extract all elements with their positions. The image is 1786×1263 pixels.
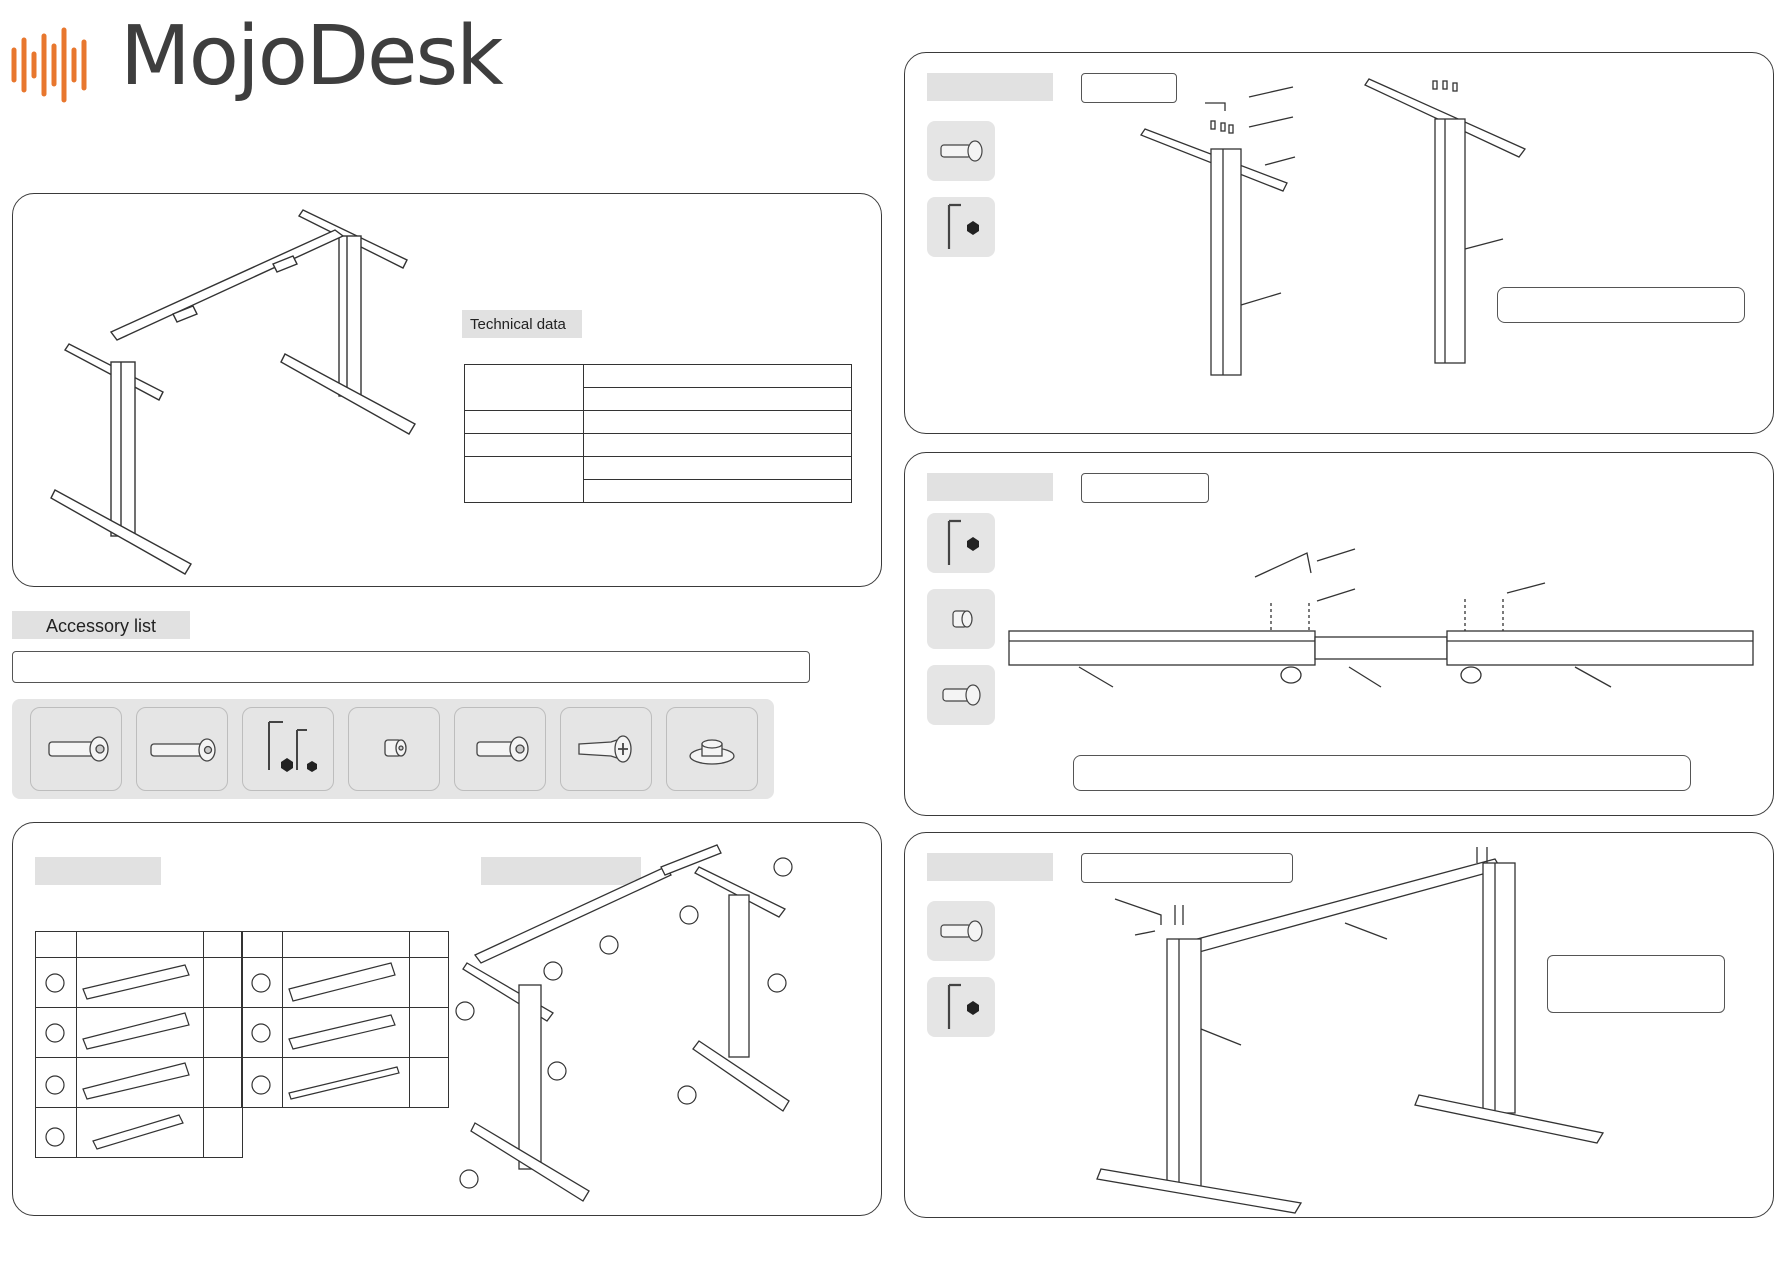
parts-table-drawings: [45, 962, 400, 1150]
step-2-label: [927, 473, 1053, 501]
tool-tile: [927, 121, 995, 181]
callout-circle: [599, 935, 619, 955]
soundwave-logo-icon: [11, 27, 87, 103]
accessory-item: [560, 707, 652, 791]
parts-panel: [12, 822, 882, 1216]
hex-socket-bolt-icon: [940, 920, 983, 942]
overview-panel: Technical data: [12, 193, 882, 587]
sleeve-nut-icon: [384, 739, 407, 757]
technical-data-table: [464, 364, 852, 503]
hex-key-icon: [947, 519, 979, 565]
table-cell: [203, 957, 243, 1008]
step-1-panel: [904, 52, 1774, 434]
callout-circle: [547, 1061, 567, 1081]
table-cell: [409, 1057, 449, 1108]
callout-circle: [773, 857, 793, 877]
step-1-title-box: [1081, 73, 1177, 103]
brand-logo: MojoDesk: [8, 14, 504, 104]
table-cell: [35, 931, 77, 958]
accessory-list-title: Accessory list: [12, 611, 191, 639]
step-3-note-box: [1547, 955, 1725, 1013]
step-1-note-box: [1497, 287, 1745, 323]
accessory-item: [348, 707, 440, 791]
hex-socket-bolt-icon: [942, 684, 981, 706]
desk-frame-overview-drawing: [50, 209, 416, 575]
sleeve-nut-icon: [952, 610, 973, 628]
accessory-note-box: [12, 651, 810, 683]
technical-data-label: Technical data: [462, 310, 582, 338]
table-cell: [464, 364, 584, 411]
step-3-label: [927, 853, 1053, 881]
table-cell: [583, 387, 852, 411]
accessory-item: [454, 707, 546, 791]
step-3-title-box: [1081, 853, 1293, 883]
hex-keys-icon: [268, 721, 317, 772]
parts-list-label: [35, 857, 161, 885]
phillips-screw-icon: [578, 735, 632, 763]
table-cell: [583, 479, 852, 503]
table-cell: [464, 456, 584, 503]
table-cell: [464, 433, 584, 457]
callout-circle: [543, 961, 563, 981]
accessory-item: [136, 707, 228, 791]
table-cell: [409, 1007, 449, 1058]
hex-socket-bolt-icon: [940, 140, 983, 162]
table-cell: [203, 1107, 243, 1158]
hex-key-icon: [947, 203, 979, 249]
parts-table-right: [241, 931, 449, 1108]
full-frame-assembly-drawing: [1096, 847, 1605, 1214]
table-cell: [203, 1007, 243, 1058]
callout-circle: [677, 1085, 697, 1105]
hex-socket-bolt-icon: [48, 736, 109, 762]
tool-tile: [927, 977, 995, 1037]
step-3-panel: [904, 832, 1774, 1218]
table-cell: [583, 456, 852, 480]
table-cell: [203, 931, 243, 958]
accessory-item: [666, 707, 758, 791]
table-cell: [583, 433, 852, 457]
table-cell: [583, 410, 852, 434]
leg-assembly-drawing: [1140, 78, 1527, 376]
crossbar-assembly-drawing: [1008, 548, 1754, 688]
hex-nut-glyph: [281, 758, 293, 772]
callout-circle: [767, 973, 787, 993]
accessory-item: [30, 707, 122, 791]
tool-tile: [927, 589, 995, 649]
leveling-foot-icon: [689, 739, 735, 765]
tool-tile: [927, 197, 995, 257]
step-1-label: [927, 73, 1053, 101]
long-hex-bolt-icon: [150, 738, 216, 762]
tool-tile: [927, 901, 995, 961]
table-cell: [409, 931, 449, 958]
step-2-note-box: [1073, 755, 1691, 791]
table-cell: [583, 364, 852, 388]
hex-socket-bolt-icon: [476, 736, 529, 762]
hex-nut-glyph: [307, 761, 317, 772]
callout-circle: [679, 905, 699, 925]
step-2-title-box: [1081, 473, 1209, 503]
assembly-overview-label: [481, 857, 641, 885]
step-2-panel: [904, 452, 1774, 816]
accessory-tray: [12, 699, 774, 799]
accessory-item: [242, 707, 334, 791]
tool-tile: [927, 513, 995, 573]
table-cell: [464, 410, 584, 434]
brand-name: MojoDesk: [120, 9, 504, 104]
callout-circle: [459, 1169, 479, 1189]
tool-tile: [927, 665, 995, 725]
callout-circle: [455, 1001, 475, 1021]
exploded-assembly-drawing: [455, 844, 793, 1202]
hex-key-icon: [947, 983, 979, 1029]
parts-table-left: [35, 931, 243, 1158]
